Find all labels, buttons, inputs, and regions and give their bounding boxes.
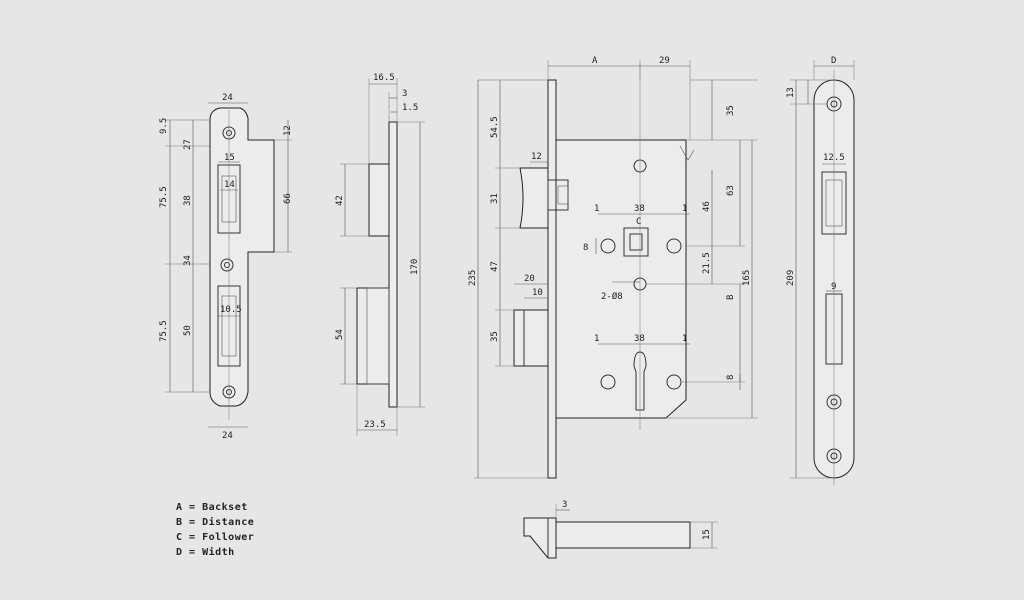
legend-item-a: A = Backset	[176, 502, 248, 513]
dim-strike-l4: 34	[183, 255, 193, 266]
faceplate: D 13 12.5 9 209	[786, 56, 855, 486]
dim-body-t1: 29	[659, 56, 670, 66]
dim-side-r0: 170	[410, 259, 420, 275]
dim-body-r0: 35	[726, 105, 736, 116]
dim-body-l0: 54.5	[490, 116, 500, 138]
legend-item-c: C = Follower	[176, 532, 255, 543]
dim-body-i1: 1	[594, 204, 599, 214]
dim-face-d1: 9	[831, 282, 836, 292]
dim-body-i0: 38	[634, 204, 645, 214]
dim-strike-i2: 10.5	[220, 305, 242, 315]
dim-body-i3: C	[636, 217, 641, 227]
dim-face-d2: 209	[786, 270, 796, 286]
dim-face-t1: 13	[786, 87, 796, 98]
dim-strike-l0: 9.5	[159, 118, 169, 134]
dim-body-i5: 2-Ø8	[601, 291, 623, 302]
dim-body-latch1: 20	[524, 274, 535, 284]
dim-side-t0: 16.5	[373, 73, 395, 83]
dim-side-l1: 54	[335, 329, 345, 340]
strike-plate-front: 24 24 9.5 27 75.5 38 34 75.5 50 12 66 15…	[159, 93, 293, 441]
dim-body-i6: 38	[634, 334, 645, 344]
dim-strike-top-width: 24	[222, 93, 233, 103]
dim-strike-l5: 75.5	[159, 320, 169, 342]
dim-strike-l3: 38	[183, 195, 193, 206]
dim-body-l2: 47	[490, 261, 500, 272]
side-view: 16.5 3 1.5 42 54 170 23.5	[335, 73, 425, 436]
dim-face-d0: 12.5	[823, 153, 845, 163]
dim-bottom-d0: 3	[562, 500, 567, 510]
dim-strike-bottom-width: 24	[222, 431, 233, 441]
dim-body-l1: 31	[490, 193, 500, 204]
legend: A = Backset B = Distance C = Follower D …	[176, 500, 254, 560]
dim-body-r2: 46	[702, 201, 712, 212]
dim-body-i2: 1	[682, 204, 687, 214]
dim-body-l3: 35	[490, 331, 500, 342]
dim-body-i7: 1	[594, 334, 599, 344]
dim-side-l0: 42	[335, 195, 345, 206]
dim-strike-r0: 12	[283, 125, 293, 136]
legend-item-b: B = Distance	[176, 517, 255, 528]
dim-bottom-d1: 15	[702, 529, 712, 540]
dim-strike-l1: 27	[183, 139, 193, 150]
dim-strike-r1: 66	[283, 193, 293, 204]
legend-item-d: D = Width	[176, 547, 235, 558]
dim-side-t1: 3	[402, 89, 407, 99]
dim-body-i4: 8	[583, 243, 588, 253]
dim-body-latch0: 12	[531, 152, 542, 162]
dim-body-r5: 165	[742, 270, 752, 286]
dim-body-l4: 235	[468, 270, 478, 286]
dim-side-b0: 23.5	[364, 420, 386, 430]
dim-strike-l6: 50	[183, 325, 193, 336]
dim-strike-l2: 75.5	[159, 186, 169, 208]
bottom-view: 3 15	[523, 500, 718, 559]
lock-body: A 29 54.5 31 47 35 235 12 20 10 38 1 1 C…	[468, 56, 758, 479]
dim-body-r1: 63	[726, 185, 736, 196]
dim-face-t0: D	[831, 56, 836, 66]
dim-strike-i0: 15	[224, 153, 235, 163]
dim-body-latch2: 10	[532, 288, 543, 298]
dim-body-t0: A	[592, 56, 598, 66]
dim-strike-i1: 14	[224, 180, 235, 190]
dim-body-i8: 1	[682, 334, 687, 344]
dim-body-r4: B	[726, 295, 736, 300]
dim-body-r3: 21.5	[702, 252, 712, 274]
dim-side-t2: 1.5	[402, 103, 418, 113]
dim-body-r6: 8	[726, 375, 736, 380]
